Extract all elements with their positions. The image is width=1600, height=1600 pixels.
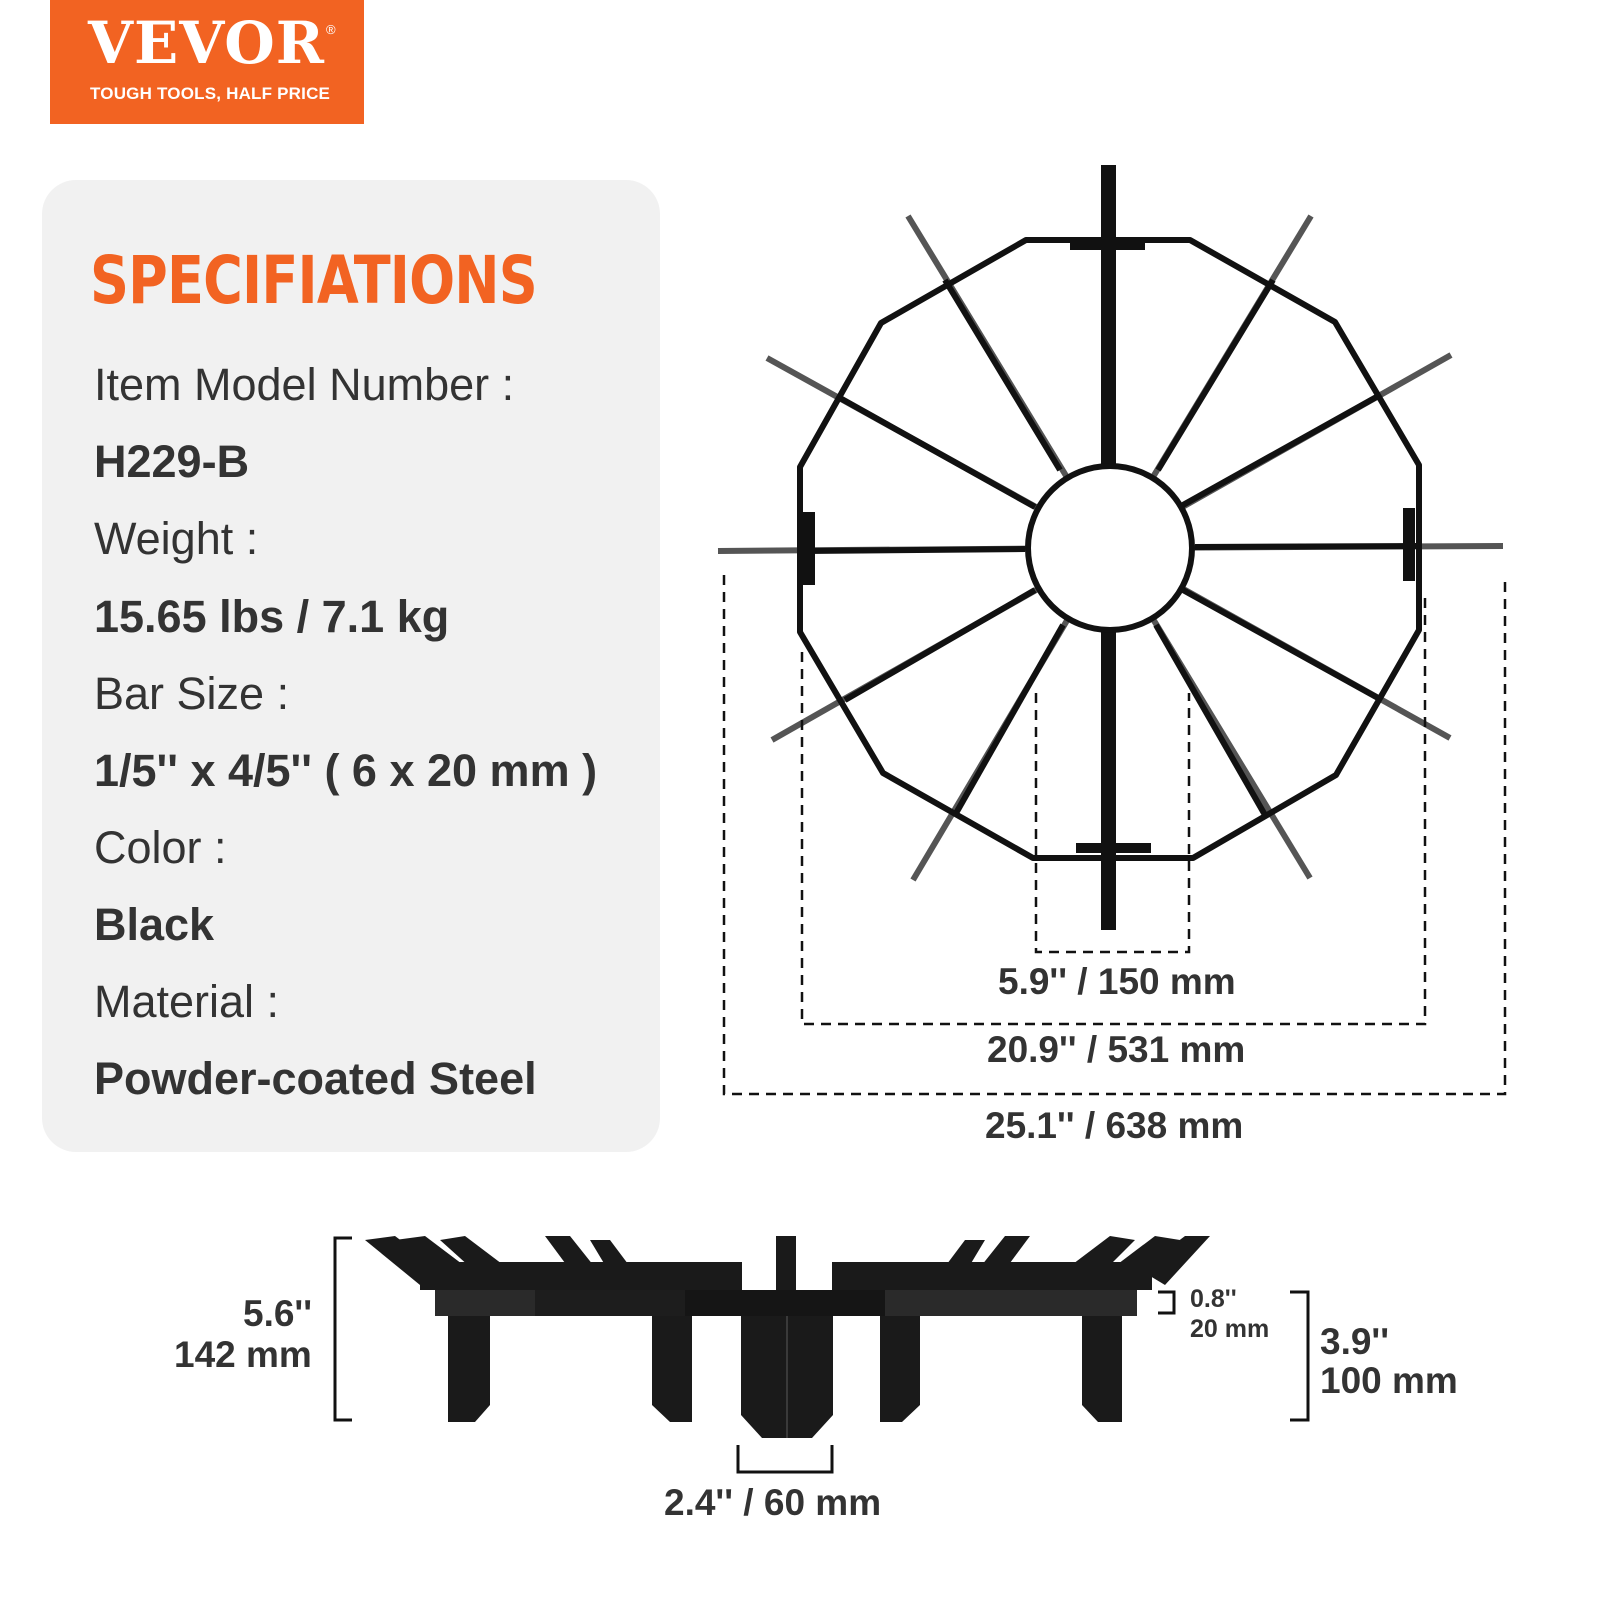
spec-value-weight: 15.65 lbs / 7.1 kg	[94, 591, 450, 642]
spec-label-material: Material :	[94, 976, 280, 1027]
brand-name: VEVOR	[88, 9, 325, 77]
dimension-lines-top	[722, 575, 1507, 1096]
spec-label-model: Item Model Number :	[94, 359, 515, 410]
spec-label-weight: Weight :	[94, 513, 259, 564]
registered-mark: ®	[326, 22, 336, 37]
spec-value-color: Black	[94, 899, 215, 950]
top-view-center-ring	[1025, 463, 1195, 633]
brand-tagline: TOUGH TOOLS, HALF PRICE	[90, 84, 331, 103]
dim-overall-height-in: 5.6''	[243, 1293, 313, 1334]
dim-ring-height-in: 0.8''	[1190, 1285, 1237, 1313]
specifications-title: SPECIFIATIONS	[90, 242, 538, 319]
dim-leg-width: 2.4'' / 60 mm	[664, 1482, 882, 1523]
grate-side-view-drawing	[365, 1236, 1210, 1438]
dim-ring-width: 20.9'' / 531 mm	[987, 1029, 1246, 1070]
spec-label-bar-size: Bar Size :	[94, 668, 290, 719]
spec-value-material: Powder-coated Steel	[94, 1053, 537, 1104]
dim-overall-width: 25.1'' / 638 mm	[985, 1105, 1244, 1146]
dim-ring-height-mm: 20 mm	[1190, 1315, 1270, 1343]
specifications-card: SPECIFIATIONS Item Model Number : H229-B…	[42, 180, 660, 1152]
dim-overall-height-mm: 142 mm	[174, 1334, 312, 1375]
spec-value-model: H229-B	[94, 436, 250, 487]
top-view-spokes-inner	[804, 278, 1419, 817]
dimension-brackets-side	[333, 1236, 1310, 1474]
spec-value-bar-size: 1/5'' x 4/5'' ( 6 x 20 mm )	[94, 745, 598, 796]
dim-leg-height-in: 3.9''	[1320, 1321, 1390, 1362]
vevor-logo: VEVOR ® TOUGH TOOLS, HALF PRICE	[50, 0, 364, 124]
spec-label-color: Color :	[94, 822, 227, 873]
dim-leg-height-mm: 100 mm	[1320, 1360, 1458, 1401]
top-view-outer-ring	[797, 237, 1422, 861]
dim-inner-diameter: 5.9'' / 150 mm	[998, 961, 1236, 1002]
